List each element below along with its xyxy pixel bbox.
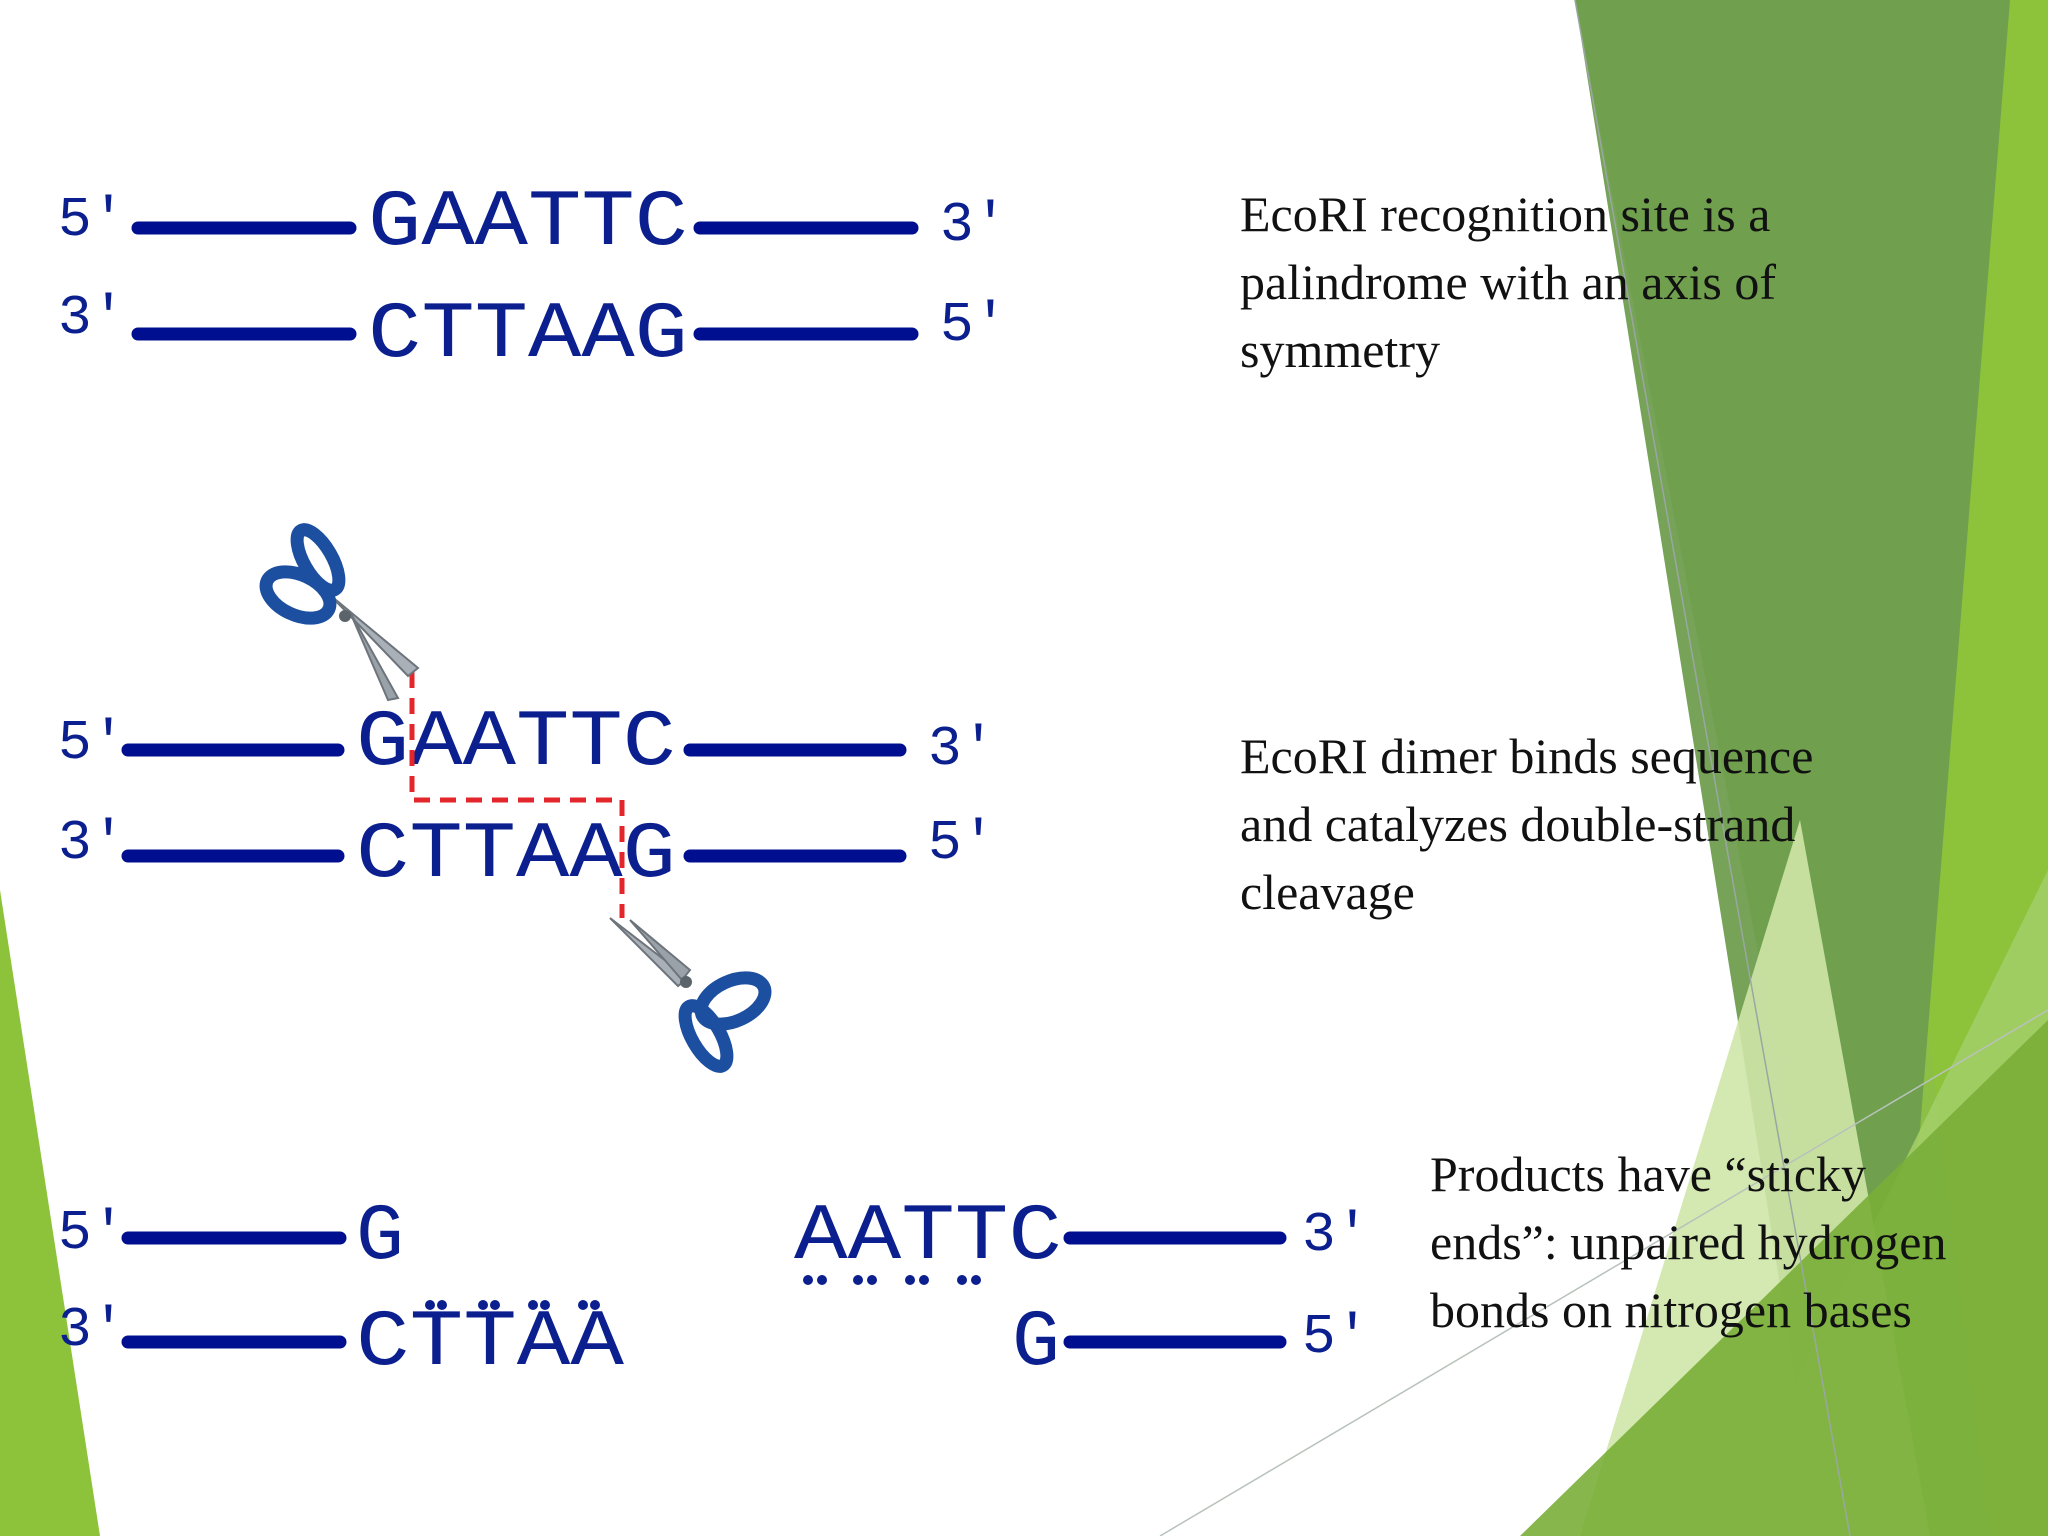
strand-end-label: 3′ (58, 811, 125, 875)
strand-end-label: 5′ (58, 711, 125, 775)
caption-line: symmetry (1240, 322, 1440, 378)
sequence-text: CTTAA (356, 1298, 624, 1389)
cut-line (409, 672, 625, 918)
strand-end-label: 3′ (928, 717, 995, 781)
strand-end-label: 5′ (58, 1201, 125, 1265)
caption-line: Products have “sticky (1430, 1146, 1867, 1202)
caption-line: palindrome with an axis of (1240, 254, 1776, 310)
strand-end-label: 3′ (940, 193, 1007, 257)
bg-thin-line-1 (1574, 0, 1851, 1536)
strand-end-label: 5′ (928, 811, 995, 875)
bg-green-dark-wedge (1575, 0, 2010, 1536)
caption-line: bonds on nitrogen bases (1430, 1282, 1912, 1338)
sequence-text: G (356, 1192, 404, 1283)
caption-products: Products have “sticky ends”: unpaired hy… (1430, 1140, 1947, 1344)
caption-line: cleavage (1240, 864, 1415, 920)
panel-cleavage: 5′ GAATTC 3′ 3′ CTTAAG 5′ (58, 523, 995, 1073)
panel-recognition-site: 5′ GAATTC 3′ 3′ CTTAAG 5′ (58, 178, 1007, 381)
strand-end-label: 5′ (1302, 1305, 1369, 1369)
strand-end-label: 3′ (1302, 1203, 1369, 1267)
caption-line: EcoRI dimer binds sequence (1240, 728, 1814, 784)
sequence-text: GAATTC (356, 698, 676, 789)
caption-line: and catalyzes double-strand (1240, 796, 1796, 852)
strand-end-label: 3′ (58, 286, 125, 350)
sequence-text: GAATTC (368, 178, 688, 269)
panel-products: 5′ G 3′ CTTAA AATTC 3′ G 5′ (58, 1192, 1369, 1389)
bg-green-left-wedge (0, 890, 100, 1536)
scissors-icon (609, 917, 772, 1073)
caption-recognition-site: EcoRI recognition site is a palindrome w… (1240, 180, 1776, 384)
strand-end-label: 5′ (58, 188, 125, 252)
bg-thin-line-2 (1159, 1009, 2048, 1536)
hydrogen-bond-dots (803, 1275, 981, 1285)
sequence-text: AATTC (794, 1192, 1062, 1283)
caption-line: ends”: unpaired hydrogen (1430, 1214, 1947, 1270)
scissors-icon (259, 523, 420, 702)
strand-end-label: 3′ (58, 1298, 125, 1362)
hydrogen-bond-dots (425, 1300, 600, 1310)
caption-cleavage: EcoRI dimer binds sequence and catalyzes… (1240, 722, 1813, 926)
sequence-text: CTTAAG (368, 290, 688, 381)
sequence-text: G (1012, 1298, 1060, 1389)
sequence-text: CTTAAG (356, 810, 676, 901)
strand-end-label: 5′ (940, 293, 1007, 357)
caption-line: EcoRI recognition site is a (1240, 186, 1771, 242)
bg-green-bottom-wedge (1520, 1020, 2048, 1536)
